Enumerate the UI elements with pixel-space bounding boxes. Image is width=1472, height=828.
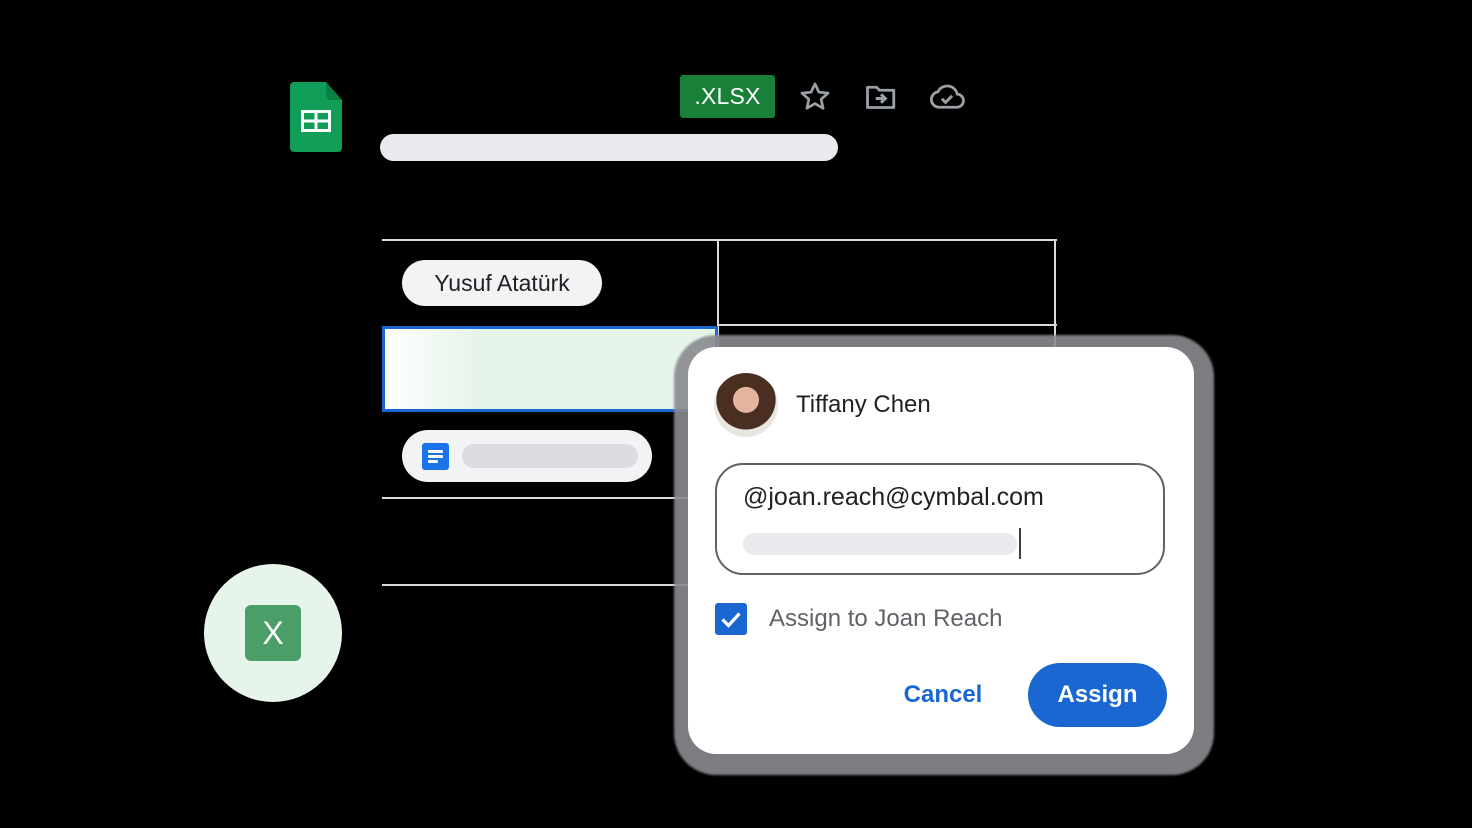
excel-badge: X bbox=[204, 564, 342, 702]
comment-text-placeholder bbox=[743, 533, 1017, 555]
grid-line bbox=[718, 324, 1057, 326]
sheets-logo-icon bbox=[290, 82, 342, 152]
move-to-folder-icon[interactable] bbox=[862, 78, 900, 116]
grid-line bbox=[717, 239, 719, 349]
cancel-button[interactable]: Cancel bbox=[884, 663, 1002, 727]
grid-line bbox=[382, 239, 1057, 241]
cloud-saved-icon[interactable] bbox=[928, 78, 966, 116]
assign-checkbox-label[interactable]: Assign to Joan Reach bbox=[769, 605, 1003, 632]
assign-checkbox[interactable] bbox=[715, 603, 747, 635]
mention-value: @joan.reach@cymbal.com bbox=[743, 483, 1044, 511]
file-smart-chip[interactable] bbox=[402, 430, 652, 482]
person-smart-chip[interactable]: Yusuf Atatürk bbox=[402, 260, 602, 306]
avatar bbox=[714, 373, 778, 437]
user-name: Tiffany Chen bbox=[796, 391, 931, 418]
google-docs-icon bbox=[422, 443, 449, 470]
checkmark-icon bbox=[721, 612, 741, 628]
grid-line bbox=[1054, 239, 1056, 349]
text-caret bbox=[1019, 528, 1021, 559]
star-icon[interactable] bbox=[796, 78, 834, 116]
grid-line bbox=[382, 584, 702, 586]
file-type-badge: .XLSX bbox=[680, 75, 775, 118]
document-title-placeholder[interactable] bbox=[380, 134, 838, 161]
selected-cell[interactable] bbox=[382, 326, 718, 412]
assign-dialog: Tiffany Chen @joan.reach@cymbal.com Assi… bbox=[688, 347, 1194, 754]
assign-button[interactable]: Assign bbox=[1028, 663, 1167, 727]
excel-icon: X bbox=[245, 605, 301, 661]
grid-line bbox=[382, 497, 702, 499]
file-name-placeholder bbox=[462, 444, 638, 468]
mention-input[interactable]: @joan.reach@cymbal.com bbox=[715, 463, 1165, 575]
